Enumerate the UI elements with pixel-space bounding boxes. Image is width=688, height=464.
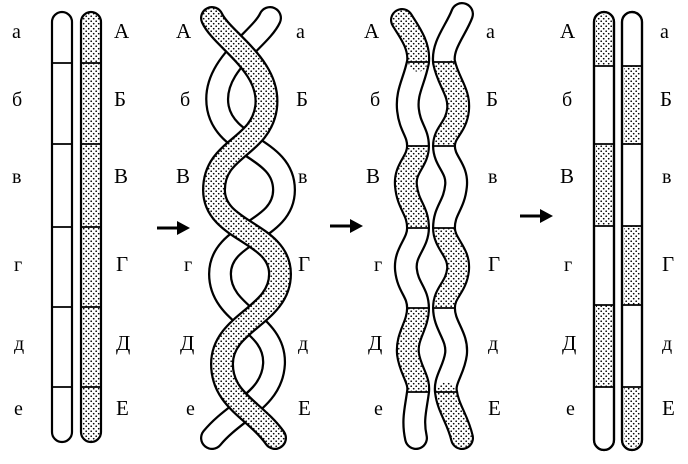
stage-2: А б В г Д е а Б в Г д Е [176,6,311,450]
chromatid-recombinant-left [592,10,616,452]
gene-label: в [12,166,21,188]
gene-label: в [662,166,671,188]
stage-4-left-labels: А б В г Д е [560,19,576,420]
chromatid-recombinant-left [390,8,431,450]
gene-label: Г [488,252,500,276]
gene-label: б [180,89,190,111]
gene-label: А [364,19,380,43]
chromatid-recombinant-right [431,2,474,450]
gene-label: г [564,254,572,276]
stage-4-right-labels: а Б в Г д Е [660,21,675,420]
gene-label: В [176,164,190,188]
gene-label: г [184,254,192,276]
chromatid-white [50,10,74,444]
gene-label: б [12,89,22,111]
gene-label: а [486,21,495,43]
arrow-right-icon [330,219,363,233]
chromatid-dotted [79,10,103,444]
gene-label: Е [662,396,675,420]
gene-label: д [488,333,498,355]
gene-label: Д [368,331,382,355]
gene-label: Д [562,331,576,355]
stage-1-right-labels: А Б В Г Д Е [114,19,130,420]
stage-2-left-labels: А б В г Д е [176,19,195,420]
gene-label: В [560,164,574,188]
gene-label: В [366,164,380,188]
gene-label: е [186,398,195,420]
gene-label: Г [298,252,310,276]
stage-2-right-labels: а Б в Г д Е [296,21,311,420]
gene-label: д [662,333,672,355]
gene-label: Е [116,396,129,420]
gene-label: А [176,19,192,43]
stage-1: а б в г д е А Б В Г Д Е [12,10,130,444]
gene-label: г [374,254,382,276]
gene-label: Г [116,252,128,276]
gene-label: А [560,19,576,43]
gene-label: Б [114,87,126,111]
gene-label: г [14,254,22,276]
gene-label: а [660,21,669,43]
stage-3-left-labels: А б В г Д е [364,19,383,420]
gene-label: Б [486,87,498,111]
arrow-right-icon [157,221,190,235]
gene-label: в [298,166,307,188]
chromatid-dotted [200,6,293,450]
gene-label: Б [660,87,672,111]
gene-label: Д [116,331,130,355]
stage-4: А б В г Д е а Б в Г д Е [560,10,675,452]
gene-label: а [296,21,305,43]
gene-label: б [370,89,380,111]
gene-label: Г [662,252,674,276]
stage-3: А б В г Д е а Б в Г д Е [364,2,501,450]
gene-label: в [488,166,497,188]
gene-label: а [12,21,21,43]
gene-label: Е [488,396,501,420]
gene-label: е [566,398,575,420]
gene-label: Е [298,396,311,420]
gene-label: д [14,333,24,355]
stage-1-left-labels: а б в г д е [12,21,24,420]
gene-label: А [114,19,130,43]
gene-label: б [562,89,572,111]
gene-label: е [14,398,23,420]
gene-label: В [114,164,128,188]
arrow-right-icon [520,209,553,223]
stage-3-right-labels: а Б в Г д Е [486,21,501,420]
gene-label: д [298,333,308,355]
gene-label: Д [180,331,194,355]
gene-label: е [374,398,383,420]
chromatid-recombinant-right [620,10,644,452]
gene-label: Б [296,87,308,111]
